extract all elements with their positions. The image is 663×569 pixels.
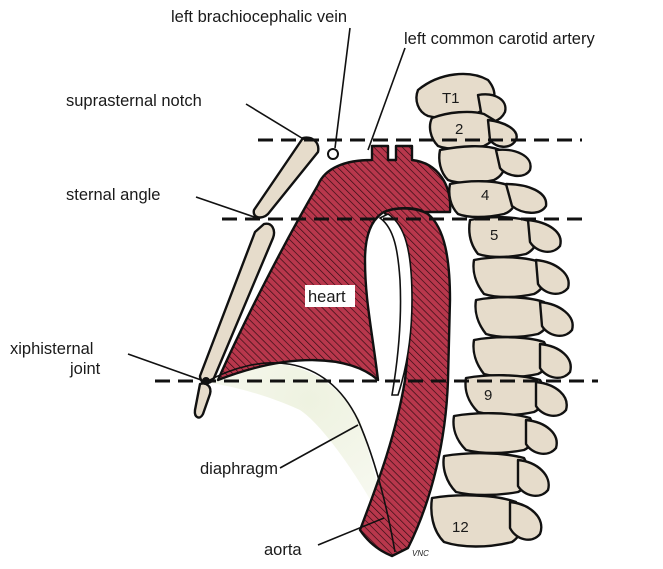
vertebra-label-5: 5 [490, 227, 498, 244]
label-diaphragm: diaphragm [200, 460, 278, 478]
label-left-common-carotid-artery: left common carotid artery [404, 30, 595, 48]
label-xiphisternal-line1: xiphisternal [10, 340, 93, 358]
label-heart: heart [308, 288, 346, 306]
leader-left-common-carotid-artery [368, 48, 405, 150]
leader-left-brachiocephalic-vein [335, 28, 350, 148]
label-xiphisternal-line2: joint [69, 360, 101, 378]
label-aorta: aorta [264, 541, 302, 559]
vertebra-label-9: 9 [484, 387, 492, 404]
vertebra-label-t1: T1 [442, 90, 460, 107]
label-sternal-angle: sternal angle [66, 186, 160, 204]
left-brachiocephalic-vein-circle [328, 149, 338, 159]
leader-xiphisternal-joint [128, 354, 204, 381]
label-left-brachiocephalic-vein: left brachiocephalic vein [171, 8, 347, 26]
vertebra-label-2: 2 [455, 121, 463, 138]
vertebra-label-12: 12 [452, 519, 469, 536]
leader-sternal-angle [196, 197, 260, 219]
vertebra-label-4: 4 [481, 187, 489, 204]
artist-signature: VNC [412, 549, 429, 558]
xiphoid-process [195, 383, 211, 417]
leader-suprasternal-notch [246, 104, 305, 140]
label-suprasternal-notch: suprasternal notch [66, 92, 202, 110]
